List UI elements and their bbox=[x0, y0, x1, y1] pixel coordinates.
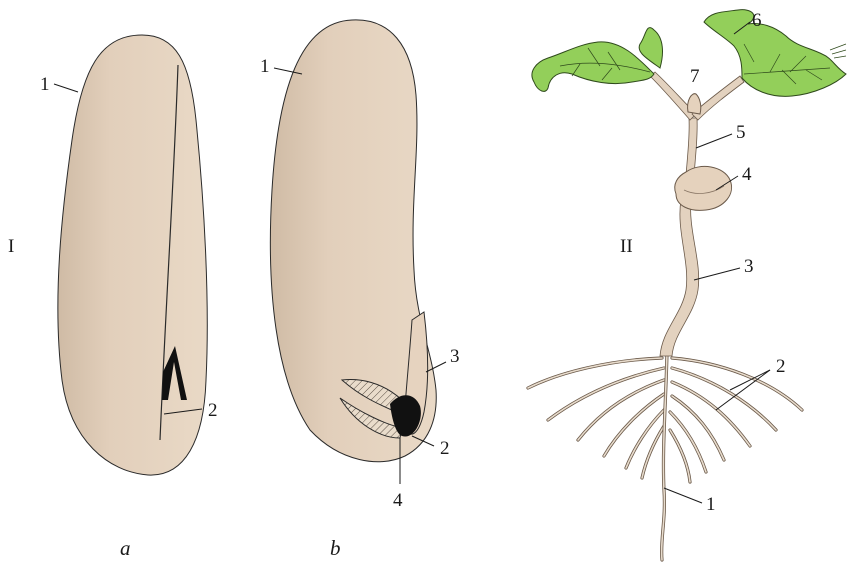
cotyledon bbox=[675, 166, 732, 210]
seedling-label-5: 5 bbox=[736, 122, 746, 143]
panel-label-b: b bbox=[330, 536, 341, 560]
seed-b-label-1: 1 bbox=[260, 56, 270, 77]
seedling bbox=[528, 10, 846, 560]
seedling-label-4: 4 bbox=[742, 164, 752, 185]
seed-a bbox=[58, 35, 207, 475]
seed-a-label-2: 2 bbox=[208, 400, 218, 421]
seed-b-label-3: 3 bbox=[450, 346, 460, 367]
group-label-seedling: II bbox=[620, 236, 633, 257]
seedling-label-7: 7 bbox=[690, 66, 700, 87]
leaf-right-hairs bbox=[830, 44, 846, 58]
leaf-left bbox=[532, 28, 663, 92]
apical-bud bbox=[688, 94, 701, 114]
primary-root bbox=[662, 352, 667, 560]
seedling-label-6: 6 bbox=[752, 10, 762, 31]
seedling-label-2: 2 bbox=[776, 356, 786, 377]
leaf-right bbox=[704, 10, 846, 97]
seed-b bbox=[270, 20, 436, 462]
seed-a-label-1: 1 bbox=[40, 74, 50, 95]
panel-label-a: a bbox=[120, 536, 131, 560]
seed-b-label-2: 2 bbox=[440, 438, 450, 459]
group-label-seed: I bbox=[8, 236, 14, 257]
seed-a-coat bbox=[58, 35, 207, 475]
hypocotyl bbox=[660, 200, 699, 356]
seedling-label-3: 3 bbox=[744, 256, 754, 277]
seed-b-label-4: 4 bbox=[393, 490, 403, 511]
seedling-label-1: 1 bbox=[706, 494, 716, 515]
